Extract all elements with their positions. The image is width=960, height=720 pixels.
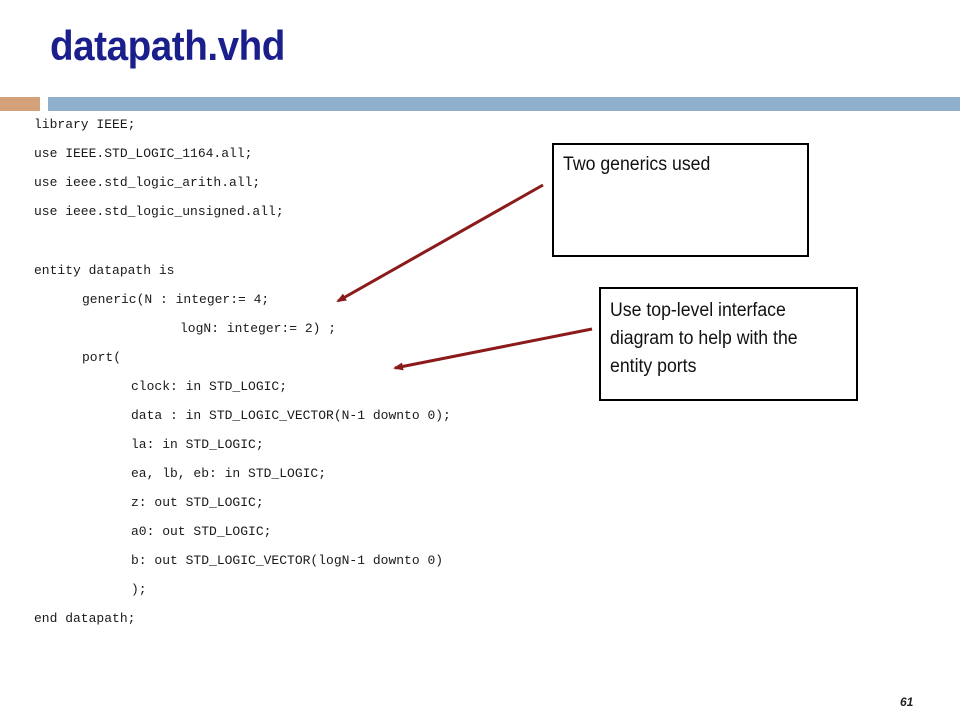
code-line: generic(N : integer:= 4; bbox=[82, 292, 270, 307]
code-line: end datapath; bbox=[34, 611, 136, 626]
code-line: use ieee.std_logic_arith.all; bbox=[34, 175, 261, 190]
code-line: entity datapath is bbox=[34, 263, 175, 278]
callout-ports-line-3: entity ports bbox=[610, 356, 697, 377]
callout-ports-line-1: Use top-level interface bbox=[610, 300, 786, 321]
callout-ports-line-2: diagram to help with the bbox=[610, 328, 798, 349]
page-number: 61 bbox=[900, 695, 914, 709]
code-line: use ieee.std_logic_unsigned.all; bbox=[34, 204, 284, 219]
code-line: clock: in STD_LOGIC; bbox=[131, 379, 288, 394]
code-line: use IEEE.STD_LOGIC_1164.all; bbox=[34, 146, 253, 161]
code-line: library IEEE; bbox=[34, 117, 136, 132]
slide-title: datapath.vhd bbox=[50, 22, 285, 69]
arrow-to-generics bbox=[336, 183, 544, 303]
callout-ports: Use top-level interface diagram to help … bbox=[599, 287, 858, 401]
code-line: ); bbox=[131, 582, 147, 597]
callout-generics-text: Two generics used bbox=[563, 154, 711, 175]
code-line: a0: out STD_LOGIC; bbox=[131, 524, 272, 539]
arrow-to-ports bbox=[393, 327, 593, 371]
code-line: z: out STD_LOGIC; bbox=[131, 495, 264, 510]
code-line: b: out STD_LOGIC_VECTOR(logN-1 downto 0) bbox=[131, 553, 444, 568]
accent-bar-blue bbox=[48, 97, 960, 111]
code-line: la: in STD_LOGIC; bbox=[131, 437, 264, 452]
code-line: ea, lb, eb: in STD_LOGIC; bbox=[131, 466, 327, 481]
code-line: port( bbox=[82, 350, 122, 365]
code-line: logN: integer:= 2) ; bbox=[180, 321, 337, 336]
code-line: data : in STD_LOGIC_VECTOR(N-1 downto 0)… bbox=[131, 408, 451, 423]
callout-generics: Two generics used bbox=[552, 143, 809, 257]
accent-bar-orange bbox=[0, 97, 40, 111]
